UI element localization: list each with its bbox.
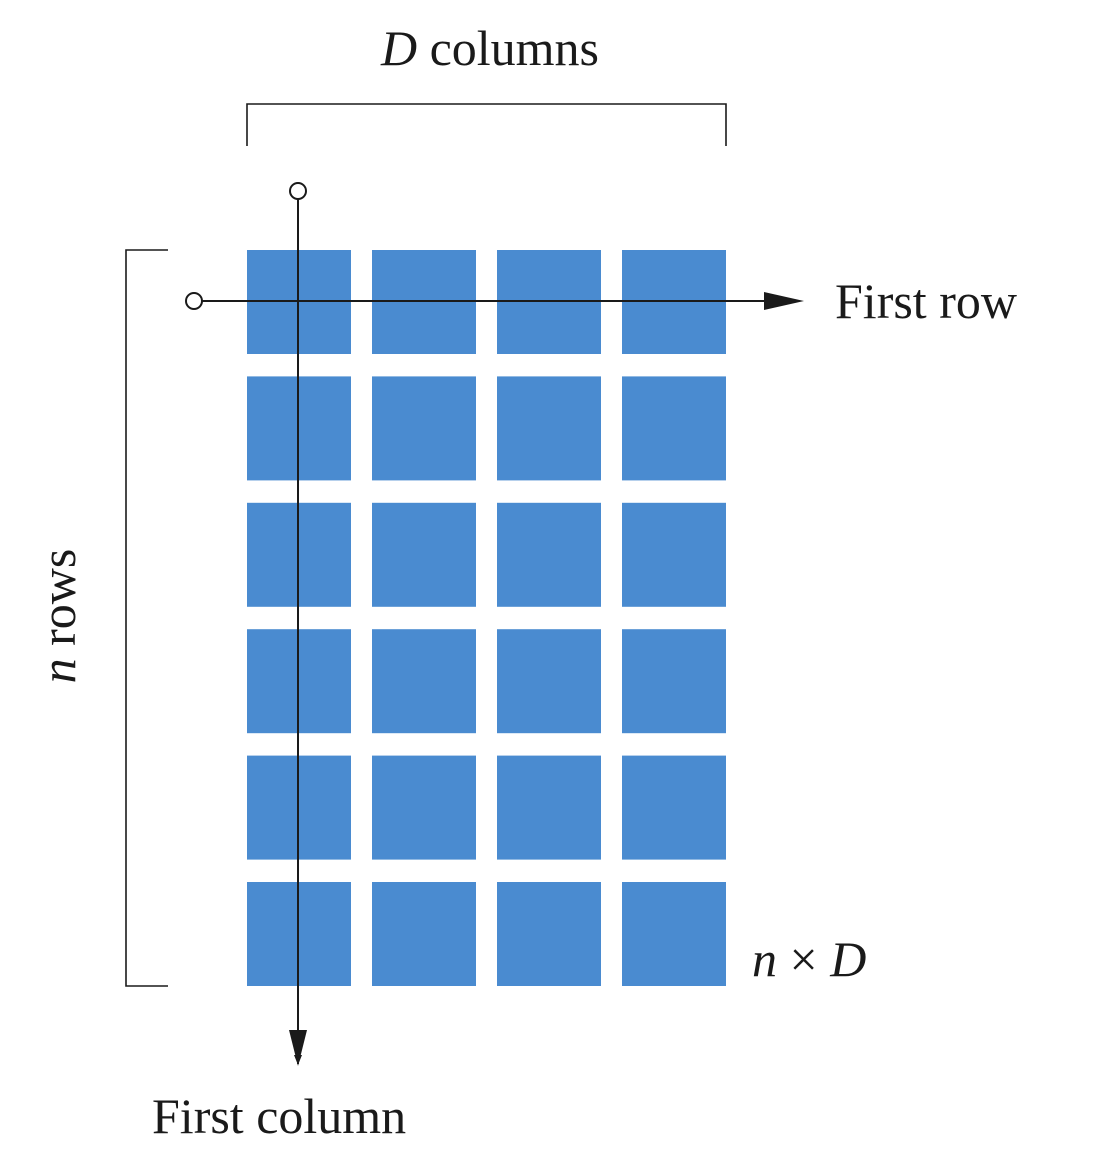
matrix-cell: [497, 755, 601, 860]
matrix-cell: [372, 502, 476, 607]
matrix-cell: [622, 376, 726, 481]
matrix-cell: [622, 755, 726, 860]
first-column-arrowhead: [289, 1030, 307, 1066]
first-column-origin: [289, 182, 307, 200]
matrix-cell: [622, 629, 726, 734]
matrix-cell: [497, 882, 601, 986]
columns-text: columns: [417, 20, 599, 76]
size-var-n: n: [752, 931, 777, 987]
matrix-cell: [372, 882, 476, 986]
size-var-d: D: [829, 931, 866, 987]
first-row-label: First row: [835, 273, 1017, 329]
matrix-cell: [372, 755, 476, 860]
first-row-arrowhead: [764, 292, 804, 310]
columns-label: D columns: [380, 20, 599, 76]
matrix-grid: [247, 250, 726, 986]
columns-var: D: [380, 20, 417, 76]
matrix-cell: [372, 376, 476, 481]
rows-var: n: [30, 658, 86, 683]
matrix-cell: [622, 882, 726, 986]
matrix-cell: [622, 502, 726, 607]
rows-bracket: [125, 249, 168, 987]
matrix-cell: [497, 376, 601, 481]
size-times: ×: [777, 931, 830, 987]
matrix-cell: [497, 629, 601, 734]
matrix-cell: [497, 502, 601, 607]
size-label: n × D: [752, 931, 866, 987]
rows-text: rows: [30, 549, 86, 659]
first-row-origin: [185, 292, 203, 310]
first-column-label: First column: [152, 1088, 406, 1144]
matrix-cell: [372, 629, 476, 734]
rows-label: n rows: [30, 549, 86, 684]
columns-bracket: [246, 103, 727, 146]
